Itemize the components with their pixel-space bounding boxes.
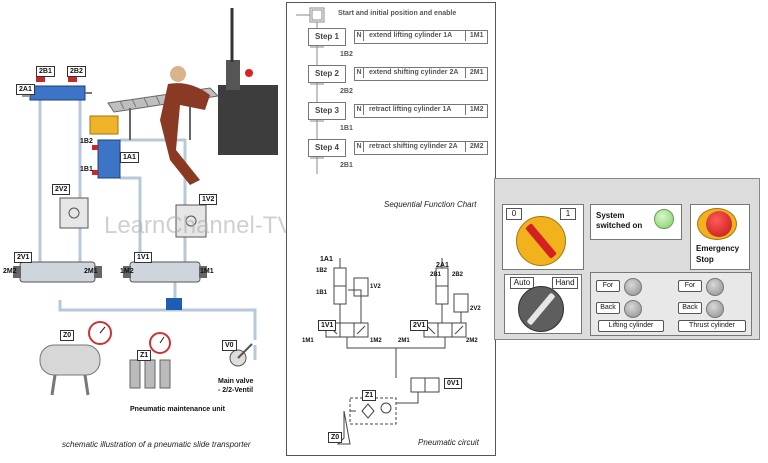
schematic-drawing [13, 8, 278, 396]
circuit-label-1M1: 1M1 [302, 338, 314, 344]
label-1V2: 1V2 [199, 194, 218, 205]
sfc-step-2: Step 2 [308, 65, 346, 83]
sfc-transition-3: 1B1 [340, 125, 353, 132]
lifting-cylinder-label: Lifting cylinder [598, 320, 664, 332]
label-Z1: Z1 [137, 350, 152, 361]
label-1V1: 1V1 [134, 252, 153, 263]
circuit-label-1M2: 1M2 [370, 338, 382, 344]
label-2M1: 2M1 [84, 268, 98, 275]
main-switch-handle-icon [525, 223, 557, 259]
thrust-cylinder-label: Thrust cylinder [678, 320, 746, 332]
sfc-step-3: Step 3 [308, 102, 346, 120]
sfc-start-text: Start and initial position and enable [338, 10, 457, 17]
sfc-step-1: Step 1 [308, 28, 346, 46]
label-1B2: 1B2 [80, 138, 93, 145]
lifting-for-button[interactable]: For [596, 280, 620, 292]
sfc-step-3-action-text: retract lifting cylinder 1A [368, 106, 452, 113]
label-2V2: 2V2 [52, 184, 71, 195]
mode-hand-label: Hand [552, 277, 578, 289]
main-valve-label-line1: Main valve [218, 378, 254, 385]
lifting-for-pushbutton[interactable] [624, 278, 642, 296]
label-V0: V0 [222, 340, 237, 351]
circuit-label-1B1: 1B1 [316, 290, 328, 296]
emergency-label-line2: Stop [696, 255, 714, 264]
mode-selector-handle-icon [526, 292, 556, 326]
sfc-step-2-action-text: extend shifting cylinder 2A [368, 69, 459, 76]
main-switch-on-label: 1 [560, 208, 576, 220]
sfc-step-1-output: 1M1 [464, 31, 484, 41]
thrust-back-pushbutton[interactable] [706, 300, 724, 318]
circuit-label-1B2: 1B2 [316, 268, 328, 274]
mode-auto-label: Auto [510, 277, 534, 289]
circuit-label-Z1: Z1 [362, 390, 377, 401]
thrust-for-button[interactable]: For [678, 280, 702, 292]
sfc-step-3-action: N retract lifting cylinder 1A 1M2 [354, 104, 488, 118]
sfc-step-1-action: N extend lifting cylinder 1A 1M1 [354, 30, 488, 44]
circuit-label-1A1: 1A1 [320, 256, 333, 263]
sfc-transition-1: 1B2 [340, 51, 353, 58]
label-2B1: 2B1 [36, 66, 55, 77]
circuit-label-1V1: 1V1 [318, 320, 337, 331]
label-2B2: 2B2 [67, 66, 86, 77]
main-switch[interactable] [516, 216, 566, 266]
label-1M2: 1M2 [120, 268, 134, 275]
label-2A1: 2A1 [16, 84, 35, 95]
sfc-step-2-action: N extend shifting cylinder 2A 2M1 [354, 67, 488, 81]
mode-selector-switch[interactable] [518, 286, 564, 332]
sfc-step-4-action-text: retract shifting cylinder 2A [368, 143, 458, 150]
sfc-step-3-output: 1M2 [464, 105, 484, 115]
thrust-for-pushbutton[interactable] [706, 278, 724, 296]
schematic-illustration [0, 0, 282, 458]
circuit-label-2M1: 2M1 [398, 338, 410, 344]
main-switch-off-label: 0 [506, 208, 522, 220]
sfc-step-4-action: N retract shifting cylinder 2A 2M2 [354, 141, 488, 155]
schematic-caption: schematic illustration of a pneumatic sl… [62, 440, 251, 449]
sfc-step-3-qualifier: N [355, 105, 364, 115]
circuit-caption: Pneumatic circuit [418, 438, 479, 447]
sfc-step-1-qualifier: N [355, 31, 364, 41]
thrust-back-button[interactable]: Back [678, 302, 702, 314]
sfc-transition-2: 2B2 [340, 88, 353, 95]
circuit-label-2B1: 2B1 [430, 272, 442, 278]
maintenance-unit-label: Pneumatic maintenance unit [130, 406, 225, 413]
label-Z0: Z0 [60, 330, 75, 341]
sfc-step-4-qualifier: N [355, 142, 364, 152]
label-2M2: 2M2 [3, 268, 17, 275]
sfc-transition-4: 2B1 [340, 162, 353, 169]
circuit-drawing [325, 258, 469, 445]
label-1B1: 1B1 [80, 166, 93, 173]
circuit-label-1V2: 1V2 [370, 284, 381, 290]
emergency-stop-cap-icon [706, 211, 732, 237]
label-1A1: 1A1 [120, 152, 139, 163]
sfc-step-2-qualifier: N [355, 68, 364, 78]
lifting-back-pushbutton[interactable] [624, 300, 642, 318]
emergency-stop-button[interactable] [697, 208, 737, 240]
system-status-line1: System [596, 211, 625, 220]
label-2V1: 2V1 [14, 252, 33, 263]
system-on-indicator-light [654, 209, 674, 229]
circuit-label-2V2: 2V2 [470, 306, 481, 312]
system-status-line2: switched on [596, 221, 643, 230]
sfc-step-1-action-text: extend lifting cylinder 1A [368, 32, 453, 39]
sfc-step-4: Step 4 [308, 139, 346, 157]
circuit-frame [286, 228, 496, 456]
sfc-step-4-output: 2M2 [464, 142, 484, 152]
circuit-label-Z0: Z0 [328, 432, 343, 443]
circuit-label-2A1: 2A1 [436, 262, 449, 269]
circuit-label-2V1: 2V1 [410, 320, 429, 331]
main-valve-label-line2: - 2/2-Ventil [218, 387, 254, 394]
lifting-back-button[interactable]: Back [596, 302, 620, 314]
circuit-label-0V1: 0V1 [444, 378, 463, 389]
emergency-label-line1: Emergency [696, 244, 740, 253]
sfc-caption: Sequential Function Chart [384, 200, 477, 209]
circuit-label-2B2: 2B2 [452, 272, 464, 278]
label-1M1: 1M1 [200, 268, 214, 275]
circuit-label-2M2: 2M2 [466, 338, 478, 344]
sfc-step-2-output: 2M1 [464, 68, 484, 78]
